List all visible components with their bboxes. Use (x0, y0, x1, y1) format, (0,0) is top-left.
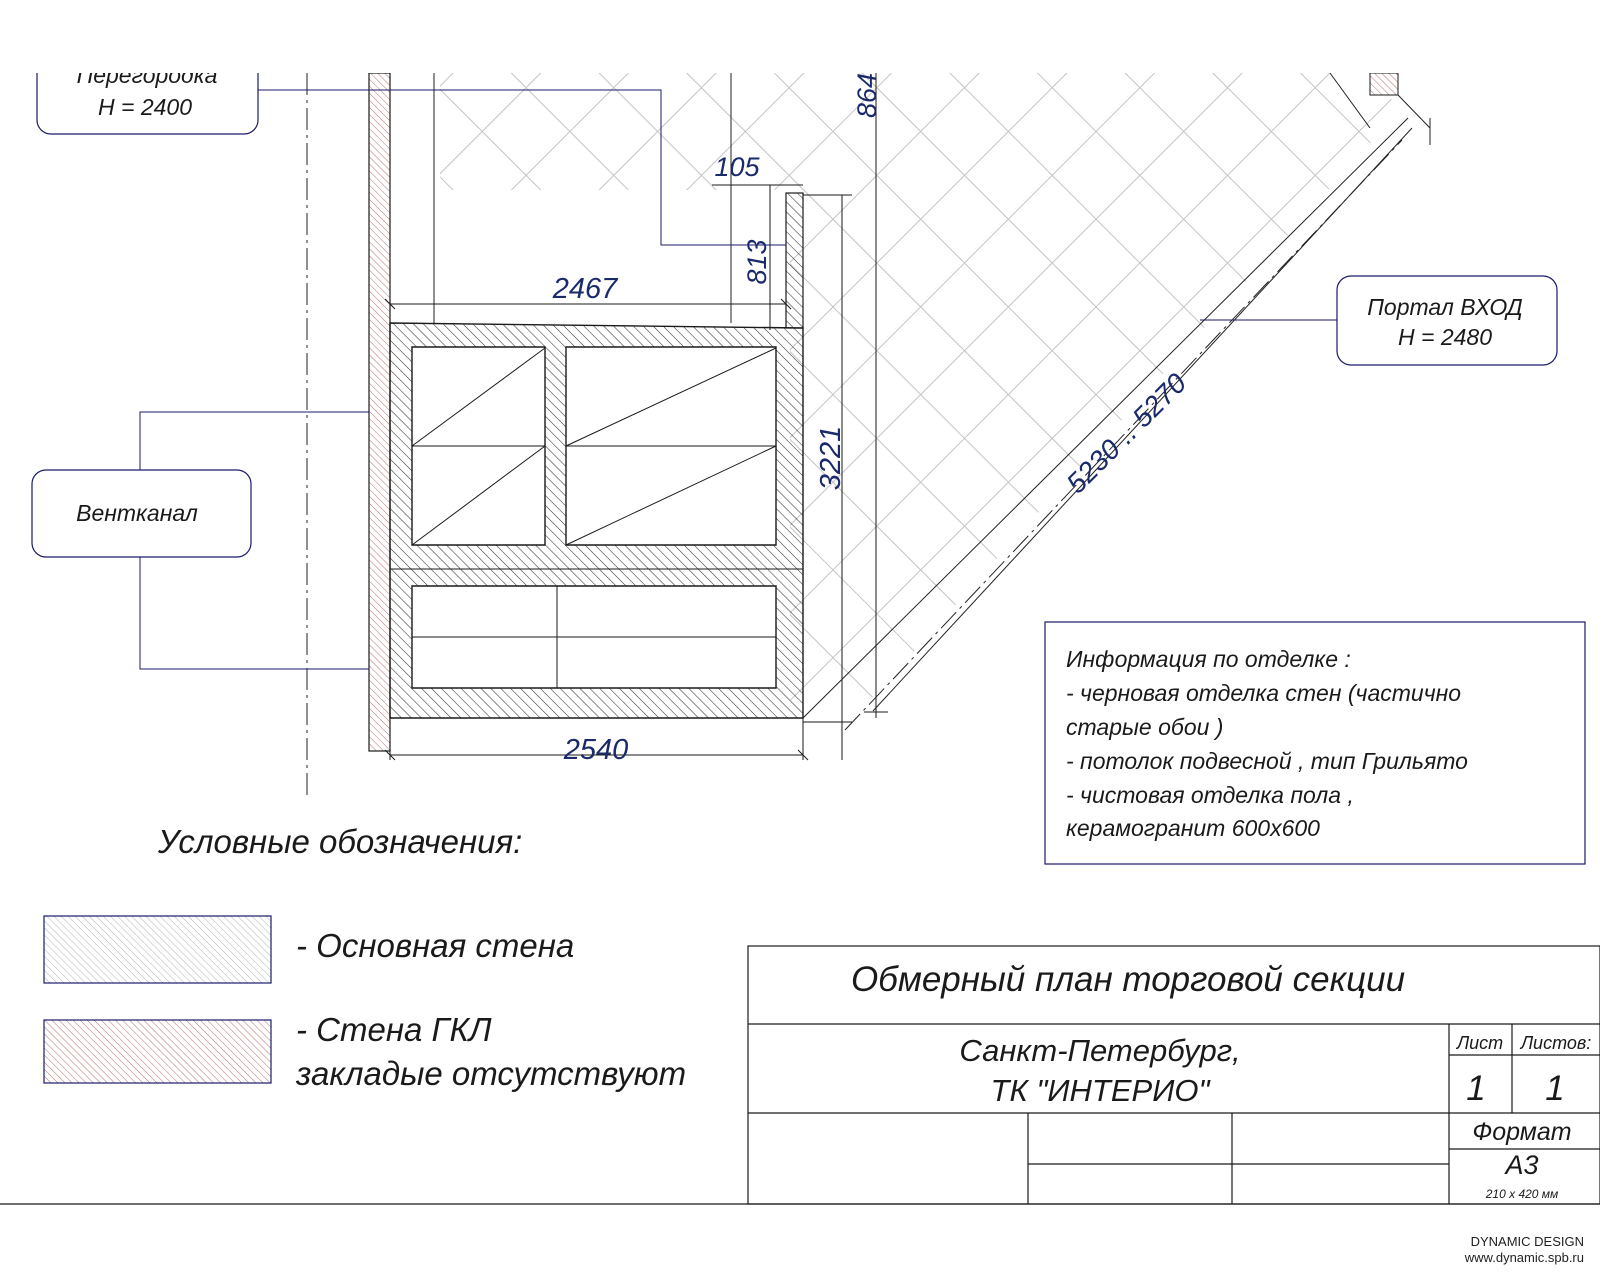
location-line2: ТК "ИНТЕРИО" (991, 1073, 1212, 1108)
dim-2540: 2540 (563, 734, 629, 766)
finish-info-line: - чистовая отделка пола , (1066, 782, 1354, 808)
finish-info-line: Информация по отделке : (1066, 646, 1351, 672)
dim-864: 864 (852, 73, 882, 118)
dimension-lines (384, 73, 888, 761)
legend-swatch-main-wall (43, 915, 272, 984)
callout-leaders (139, 89, 1337, 670)
title-block-texts: Обмерный план торговой секции Санкт-Пете… (851, 960, 1591, 1201)
format-size: 210 х 420 мм (1485, 1187, 1559, 1201)
sheets-value: 1 (1545, 1069, 1564, 1108)
top-mask (0, 0, 1600, 73)
callout-portal: Портал ВХОД H = 2480 (1336, 275, 1558, 366)
location-line1: Санкт-Петербург, (959, 1033, 1240, 1068)
finish-info-line: старые обои ) (1066, 714, 1223, 740)
footer-brand: DYNAMIC DESIGN (1470, 1234, 1584, 1249)
dim-105: 105 (714, 152, 760, 182)
sheets-label: Листов: (1520, 1033, 1592, 1053)
dim-813: 813 (742, 239, 772, 284)
format-label: Формат (1472, 1118, 1571, 1146)
finish-info-line: - черновая отделка стен (частично (1066, 680, 1461, 706)
portal-diagonal-wall (802, 72, 1431, 731)
dim-2467: 2467 (552, 273, 619, 305)
sheet-label: Лист (1456, 1033, 1503, 1053)
dim-3221: 3221 (815, 426, 847, 491)
main-wall-pier (785, 192, 804, 329)
callout-portal-line1: Портал ВХОД (1367, 294, 1522, 320)
footer: DYNAMIC DESIGN www.dynamic.spb.ru (1465, 1234, 1584, 1266)
finish-info-line: керамогранит 600х600 (1066, 815, 1320, 841)
legend-swatch-gkl-wall (43, 1019, 272, 1084)
finish-info-box: Информация по отделке : - черновая отдел… (1044, 621, 1586, 865)
footer-url: www.dynamic.spb.ru (1464, 1250, 1584, 1265)
drawing-title: Обмерный план торговой секции (851, 960, 1405, 999)
vent-channel-block (389, 322, 804, 719)
callout-vent-label: Вентканал (76, 500, 198, 526)
sheet-value: 1 (1466, 1069, 1485, 1108)
callout-portal-line2: H = 2480 (1398, 324, 1492, 350)
finish-info-line: - потолок подвесной , тип Грильято (1066, 748, 1468, 774)
format-value: А3 (1503, 1150, 1538, 1180)
gkl-wall (368, 72, 391, 752)
legend-item-gkl-wall-note: закладые отсутствуют (295, 1055, 686, 1092)
callout-partition-line2: H = 2400 (98, 94, 192, 120)
legend-item-main-wall: - Основная стена (296, 927, 574, 964)
title-block (747, 945, 1600, 1205)
legend: Условные обозначения: - Основная стена -… (43, 823, 686, 1092)
callout-vent: Вентканал (31, 469, 252, 558)
legend-title: Условные обозначения: (157, 823, 522, 860)
legend-item-gkl-wall: - Стена ГКЛ (296, 1011, 492, 1048)
